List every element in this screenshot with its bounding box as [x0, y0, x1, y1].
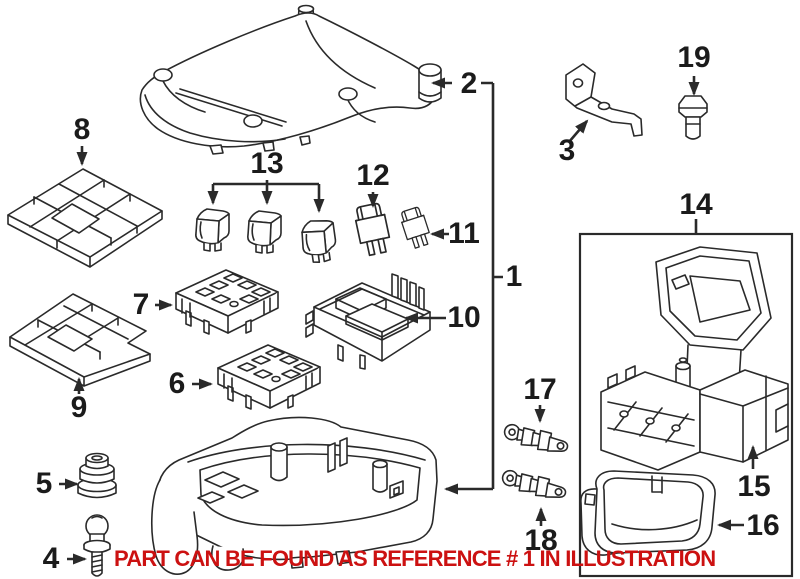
bracket-assembly-15-drawing [600, 246, 789, 471]
branch-line-13 [213, 180, 319, 186]
lower-housing-drawing [151, 416, 438, 575]
callout-label-14: 14 [679, 188, 713, 221]
callout-label-8: 8 [73, 113, 91, 146]
fuse-12-drawing [352, 201, 394, 258]
relay-plate-6-drawing [217, 344, 321, 410]
bracket-line-1 [481, 81, 503, 489]
lower-cover-16-drawing [580, 470, 716, 556]
callout-label-6: 6 [168, 367, 186, 400]
group-14-box [578, 232, 794, 578]
fusible-link-18-drawing [499, 468, 569, 501]
callout-label-7: 7 [132, 288, 150, 321]
fuse-box-10-drawing [305, 273, 431, 370]
bolt-4-drawing [83, 514, 111, 577]
callout-label-5: 5 [35, 467, 53, 500]
callout-label-15: 15 [737, 470, 771, 503]
callout-label-16: 16 [746, 509, 780, 542]
callout-label-19: 19 [677, 41, 711, 74]
reference-note: PART CAN BE FOUND AS REFERENCE # 1 IN IL… [114, 546, 716, 571]
callout-label-17: 17 [523, 373, 557, 406]
callout-label-13: 13 [250, 147, 284, 180]
relay-b-drawing [247, 210, 282, 254]
grommet-5-drawing [77, 452, 117, 499]
callout-label-10: 10 [447, 301, 481, 334]
bracket-3-drawing [565, 63, 643, 137]
callout-lines [59, 76, 759, 565]
bolt-19-drawing [678, 95, 708, 140]
callout-label-12: 12 [356, 159, 390, 192]
callout-label-18: 18 [524, 524, 558, 557]
fuse-holder-8-drawing [7, 168, 163, 268]
fusible-link-17-drawing [501, 422, 571, 455]
callout-label-11: 11 [448, 217, 480, 250]
relay-c-drawing [298, 217, 339, 265]
callout-label-2: 2 [460, 67, 478, 100]
callout-label-4: 4 [42, 542, 60, 575]
fuse-holder-9-drawing [9, 293, 151, 387]
arrow-to-part-3 [568, 119, 589, 143]
fuse-11-drawing [398, 205, 434, 251]
relay-a-drawing [195, 208, 230, 252]
callout-label-1: 1 [505, 260, 523, 293]
relay-plate-7-drawing [175, 269, 279, 335]
upper-cover-drawing [139, 4, 442, 155]
callout-label-3: 3 [558, 134, 576, 167]
callout-label-9: 9 [70, 391, 88, 424]
